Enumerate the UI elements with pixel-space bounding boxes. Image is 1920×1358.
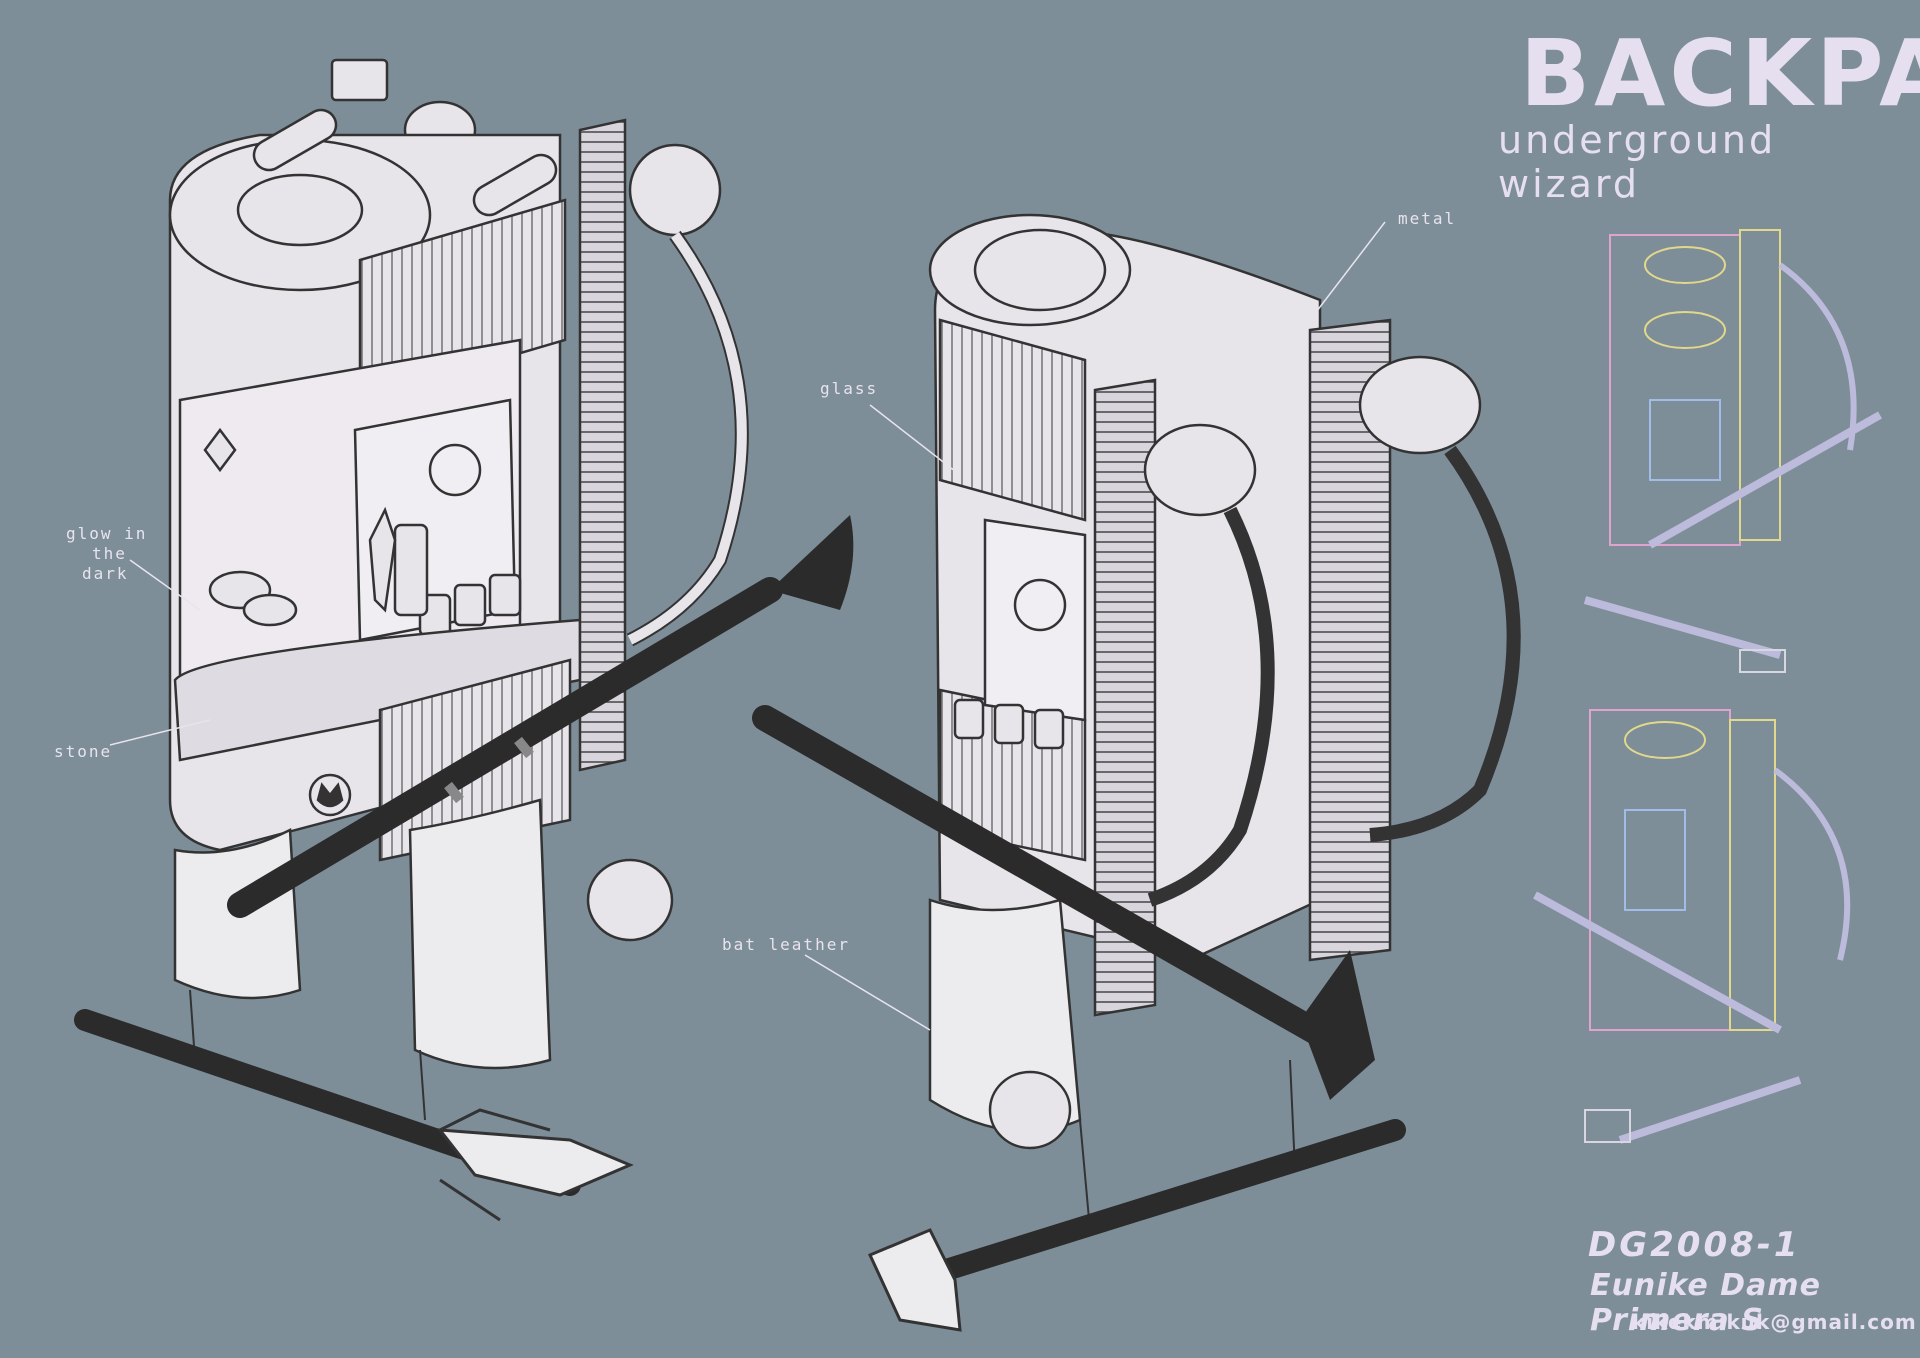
- right-hose-1: [1147, 506, 1275, 907]
- top-opening: [236, 173, 364, 247]
- label-stone: stone: [54, 742, 113, 761]
- right-glass-window: [983, 518, 1087, 722]
- jar-2: [453, 583, 487, 627]
- hose-inner: [627, 232, 747, 645]
- wireframe-bottom: [1533, 709, 1851, 1144]
- right-knob-1: [1143, 423, 1257, 517]
- handle-right: [472, 153, 558, 217]
- label-metal: metal: [1398, 209, 1457, 228]
- crystal-1: [368, 506, 397, 613]
- hanging-gem: [203, 427, 237, 473]
- cat-icon: [316, 782, 344, 808]
- wireframe-top: [1583, 229, 1882, 673]
- right-strap-front: [1093, 378, 1157, 1017]
- label-glass: glass: [820, 379, 879, 398]
- pickaxe-left: [74, 1009, 634, 1222]
- hose-outer: [626, 230, 749, 647]
- broom-right: [752, 705, 1375, 1100]
- glass-leader: [869, 404, 961, 476]
- pickaxe-right: [867, 1119, 1406, 1332]
- glow-leader: [129, 559, 201, 611]
- hose-knob: [628, 143, 722, 237]
- label-bat-leather: bat leather: [722, 935, 850, 954]
- lantern: [586, 858, 674, 942]
- sheet-subtitle: underground wizard: [1498, 118, 1777, 206]
- handle-left: [252, 108, 338, 172]
- callout-lines: [109, 221, 1386, 1031]
- sheet-title: BACKPACK: [1520, 20, 1920, 127]
- metal-leader: [1309, 221, 1386, 321]
- backpack-left: [168, 58, 749, 1121]
- label-glow-line2: the: [92, 544, 127, 563]
- right-hose-2: [1369, 445, 1521, 842]
- right-jar-1: [953, 698, 985, 740]
- right-rib-top: [938, 318, 1087, 522]
- jar-3: [488, 573, 522, 617]
- chain-2: [419, 1049, 426, 1121]
- book-emblem: [428, 443, 482, 497]
- label-glow-line1: glow in: [66, 524, 148, 543]
- backpack-right: [928, 213, 1521, 1231]
- right-knob-2: [1358, 355, 1482, 455]
- right-chain-1: [1079, 1119, 1091, 1231]
- right-lantern: [988, 1070, 1072, 1150]
- scroll: [393, 523, 429, 617]
- credit-code: DG2008-1: [1588, 1225, 1801, 1265]
- side-strap: [578, 118, 627, 772]
- bat-leather-leader: [804, 954, 931, 1031]
- right-top-opening: [973, 228, 1107, 312]
- right-jar-2: [993, 703, 1025, 745]
- label-glow-line3: dark: [82, 564, 129, 583]
- top-clip: [330, 58, 389, 102]
- credit-email: kikekmikuk@gmail.com: [1632, 1310, 1917, 1334]
- right-strap-back: [1308, 318, 1392, 962]
- credit-name: Eunike Dame Primera S: [1590, 1268, 1821, 1338]
- right-book-emblem: [1013, 578, 1067, 632]
- broom-left: [227, 515, 854, 918]
- drape-2: [408, 798, 552, 1070]
- stone-leader: [109, 719, 211, 746]
- mushroom-2: [242, 593, 298, 627]
- right-jar-3: [1033, 708, 1065, 750]
